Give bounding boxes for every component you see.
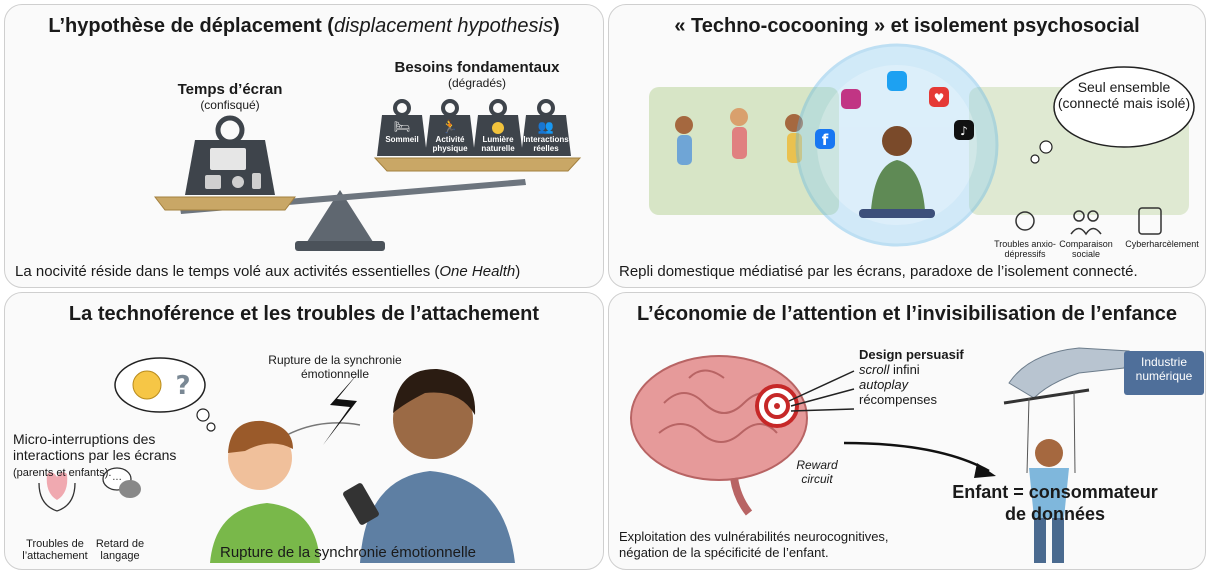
panel-title: La technoférence et les troubles de l’at…	[68, 303, 540, 325]
icon-label-anxiety: Troubles anxio-dépressifs	[994, 239, 1056, 259]
panel-title: L’économie de l’attention et l’invisibil…	[636, 303, 1178, 325]
thought-bubble-text: Seul ensemble (connecté mais isolé)	[1057, 79, 1191, 111]
weight-natural-light: Lumière naturelle	[481, 135, 515, 153]
bubble-isolation-illustration: f ♥ ♪	[649, 43, 1195, 247]
persuasive-design-list: Design persuasif scroll infini autoplay …	[859, 347, 964, 407]
weight-real-interactions: Interactions réelles	[523, 135, 569, 153]
panel-attention-economy: L’économie de l’attention et l’invisibil…	[608, 292, 1206, 570]
screen-time-label: Temps d’écran (confisqué)	[177, 81, 283, 112]
attention-economy-illustration	[630, 347, 1204, 563]
parent-child-illustration: ? ···	[38, 357, 515, 563]
panel-technoference: La technoférence et les troubles de l’at…	[4, 292, 604, 570]
panel-caption: Repli domestique médiatisé par les écran…	[619, 263, 1138, 280]
weight-sleep: Sommeil	[385, 135, 419, 144]
svg-text:🛏: 🛏	[394, 120, 411, 135]
panel-techno-cocooning: « Techno-cocooning » et isolement psycho…	[608, 4, 1206, 288]
child-consumer-label: Enfant = consommateur de données	[952, 482, 1158, 524]
svg-text:🏃: 🏃	[442, 119, 458, 135]
basic-needs-label: Besoins fondamentaux (dégradés)	[394, 59, 560, 90]
panel-title: L’hypothèse de déplacement (displacement…	[48, 15, 560, 37]
rupture-label: Rupture de la synchronie émotionnelle	[268, 353, 402, 381]
icon-label-social-comparison: Comparaison sociale	[1059, 239, 1113, 259]
micro-interruptions-text: Micro-interruptions des interactions par…	[13, 431, 177, 479]
icon-label-language-delay: Retard de langage	[95, 538, 145, 562]
panel-title: « Techno-cocooning » et isolement psycho…	[674, 15, 1140, 37]
design-item-autoplay: autoplay	[859, 377, 909, 392]
industry-label: Industrie numérique	[1135, 355, 1193, 383]
svg-text:♪: ♪	[960, 124, 968, 138]
svg-text:♥: ♥	[934, 91, 945, 105]
panel-displacement: L’hypothèse de déplacement (displacement…	[4, 4, 604, 288]
svg-text:f: f	[822, 131, 829, 149]
reward-circuit-label: Reward circuit	[796, 458, 838, 486]
panel-caption: La nocivité réside dans le temps volé au…	[15, 263, 521, 280]
svg-text:···: ···	[112, 475, 122, 486]
panel-caption: Exploitation des vulnérabilités neurocog…	[619, 529, 889, 560]
panel-caption: Rupture de la synchronie émotionnelle	[220, 544, 476, 561]
design-item-rewards: récompenses	[859, 392, 938, 407]
balance-scale-illustration: 🛏 🏃 👥	[153, 99, 582, 251]
icon-label-cyberbullying: Cyberharcèlement	[1125, 239, 1199, 249]
icon-label-attachment: Troubles de l’attachement	[22, 538, 88, 562]
svg-text:?: ?	[175, 371, 190, 401]
weight-physical-activity: Activité physique	[432, 135, 468, 153]
design-item-scroll: scroll infini	[859, 362, 920, 377]
svg-text:👥: 👥	[538, 120, 554, 135]
